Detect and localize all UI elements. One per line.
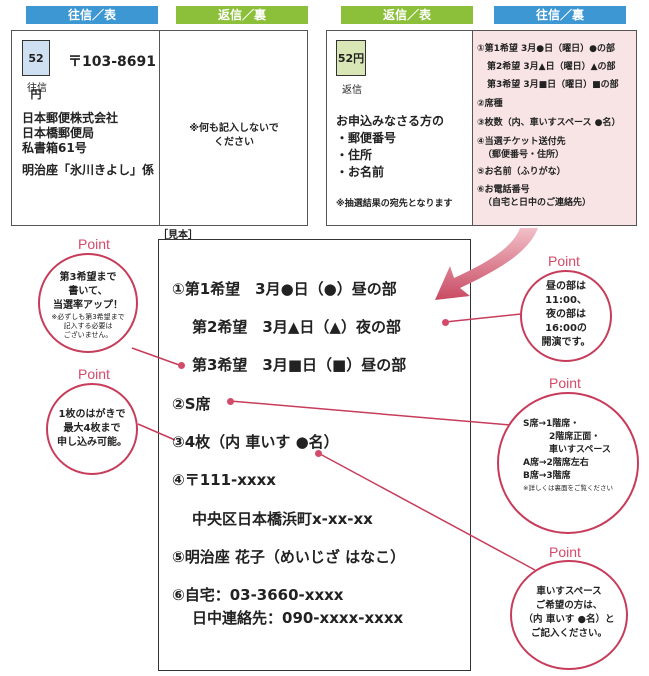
reply-item-address: ・住所 [336, 148, 373, 162]
reply-item-postal: ・郵便番号 [336, 131, 397, 145]
point-bubble-2 [46, 383, 138, 475]
point-bubble-3 [520, 270, 612, 362]
recipient-name: 明治座「氷川きよし」係 [22, 163, 155, 177]
back-line-3: 第3希望 3月■日（曜日）■の部 [487, 80, 619, 90]
postcard-divider-2 [472, 30, 473, 226]
sample-row-6: ④〒111-xxxx [172, 471, 276, 489]
dot-marker [178, 362, 185, 369]
back-line-5: ③枚数（内、車いすスペース ●名） [477, 118, 621, 128]
tab-reply-front: 返信／表 [341, 6, 473, 24]
address-line-2: 日本橋郵便局 [22, 126, 95, 140]
reply-back-note-2: ください [214, 137, 254, 148]
point-label: Point [78, 366, 110, 382]
point-label: Point [549, 375, 581, 391]
stamp-reply: 52円 [336, 40, 366, 76]
tab-outgoing-back: 往信／裏 [494, 6, 626, 24]
back-line-1: ①第1希望 3月●日（曜日）●の部 [477, 44, 615, 54]
back-line-8: ⑤お名前（ふりがな） [477, 167, 566, 177]
sample-card [158, 239, 471, 671]
stamp-outgoing-label: 往信 [27, 83, 47, 94]
point-label: Point [549, 544, 581, 560]
sample-row-7: 中央区日本橋浜町x-xx-xx [192, 510, 373, 528]
point-label: Point [548, 253, 580, 269]
address-line-3: 私書箱61号 [22, 141, 87, 155]
dot-marker [442, 319, 449, 326]
back-line-7: （郵便番号・住所） [483, 150, 565, 160]
sample-row-2: 第2希望 3月▲日（▲）夜の部 [192, 318, 401, 336]
reply-heading: お申込みなさる方の [336, 114, 445, 128]
sample-row-5: ③4枚（内 車いす ●名） [172, 433, 339, 451]
point-bubble-4 [497, 392, 639, 534]
sample-row-10: 日中連絡先：090-xxxx-xxxx [192, 609, 404, 627]
sample-row-1: ①第1希望 3月●日（●）昼の部 [172, 280, 397, 298]
stamp-outgoing: 52円 [22, 40, 50, 101]
back-line-6: ④当選チケット送付先 [477, 137, 566, 147]
tab-reply-back: 返信／裏 [176, 6, 308, 24]
back-line-2: 第2希望 3月▲日（曜日）▲の部 [487, 62, 616, 72]
back-line-9: ⑥お電話番号 [477, 185, 530, 195]
arrow-down-icon [435, 228, 538, 300]
dot-marker [227, 398, 234, 405]
dot-marker [315, 450, 322, 457]
sample-label: ［見本］ [158, 230, 198, 241]
postcard-divider [159, 30, 160, 226]
address-line-1: 日本郵便株式会社 [22, 111, 119, 125]
tab-outgoing-front: 往信／表 [26, 6, 158, 24]
point-label: Point [78, 236, 110, 252]
point-5-text: 車いすスペース ご希望の方は、 （内 車いす ●名）と ご記入ください。 [523, 586, 615, 639]
sample-row-9: ⑥自宅：03-3660-xxxx [172, 586, 344, 604]
outgoing-back-panel [473, 31, 636, 225]
reply-item-name: ・お名前 [336, 165, 385, 179]
reply-note: ※抽選結果の宛先となります [336, 199, 453, 209]
reply-back-note-1: ※何も記入しないで [189, 123, 279, 134]
point-bubble-1 [38, 253, 138, 353]
back-line-10: （自宅と日中のご連絡先） [483, 198, 592, 208]
sample-row-8: ⑤明治座 花子（めいじざ はなこ） [172, 548, 406, 566]
point-2-text: 1枚のはがきで 最大4枚まで 申し込み可能。 [57, 409, 127, 448]
point-bubble-5 [510, 560, 628, 670]
postal-code: 〒103-8691 [68, 54, 156, 70]
sample-row-4: ②S席 [172, 395, 211, 413]
point-3-text: 昼の部は 11:00、 夜の部は 16:00の 開演です。 [541, 281, 591, 348]
point-4-text: S席→1階席・ 2階席正面・ 車いすスペース A席→2階席左右 B席→3階席 ※… [523, 419, 613, 492]
point-1-text: 第3希望まで 書いて、 当選率アップ！ ※必ずしも第3希望まで 記入する必要は … [51, 272, 125, 339]
stamp-reply-label: 返信 [342, 85, 362, 96]
back-line-4: ②席種 [477, 99, 503, 109]
sample-row-3: 第3希望 3月■日（■）昼の部 [192, 356, 407, 374]
